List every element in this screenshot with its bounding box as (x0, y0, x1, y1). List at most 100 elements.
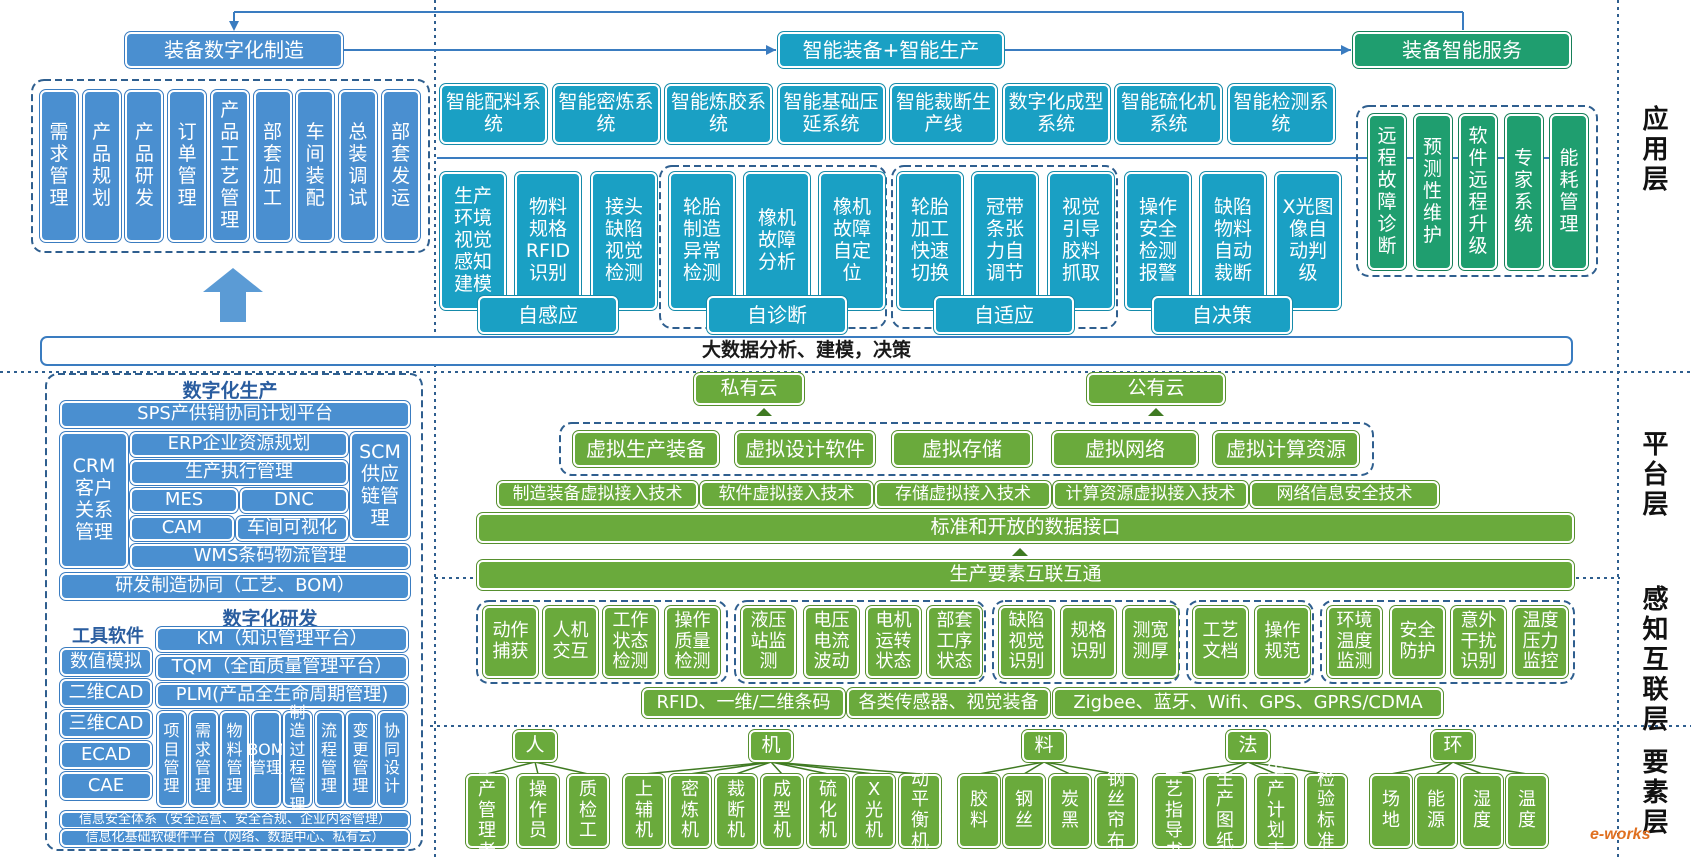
function-box: 生产环境视觉感知建模 (440, 172, 506, 310)
tool-box: ECAD (60, 741, 152, 769)
element-item: 能源 (1415, 774, 1457, 848)
element-category: 料 (1022, 730, 1066, 762)
up-arrow-icon (203, 268, 263, 322)
system-box: 智能配料系统 (440, 84, 547, 144)
security-line: 信息安全体系（安全运营、安全合规、企业内容管理） (60, 811, 410, 829)
sensing-box: 环境温度监测 (1327, 606, 1382, 678)
sensing-box: 测宽测厚 (1123, 606, 1178, 678)
app-item: 需求管理 (40, 90, 78, 242)
tree-line (1023, 761, 1045, 775)
mes-exec-box: 生产执行管理 (130, 460, 348, 485)
workshop-vis-box: 车间可视化 (236, 516, 348, 541)
sensing-box: 缺陷视觉识别 (999, 606, 1054, 678)
layer-label-elements: 要素层 (1638, 748, 1668, 838)
element-category: 机 (749, 730, 793, 762)
element-item: 密炼机 (669, 774, 711, 848)
interconnect-bar: 生产要素互联互通 (477, 560, 1574, 590)
digital-production-title: 数字化生产 (182, 380, 278, 402)
element-item: 工艺指导书 (1153, 758, 1195, 860)
system-box: 智能检测系统 (1227, 84, 1335, 144)
tree-line (643, 761, 772, 775)
element-item: 钢丝帘布 (1095, 769, 1137, 852)
function-box: 操作安全检测报警 (1125, 172, 1191, 310)
element-item: 操作员 (517, 774, 559, 848)
plm-item: 变更管理 (346, 711, 375, 807)
function-group-label: 自决策 (1152, 296, 1292, 334)
km-box: KM（知识管理平台） (156, 627, 408, 652)
service-box: 软件远程升级 (1459, 114, 1497, 270)
function-box: 橡机故障分析 (744, 172, 810, 310)
tool-box: 三维CAD (60, 710, 152, 738)
tree-line (534, 761, 539, 775)
element-item: 裁断机 (715, 774, 757, 848)
virtual-box: 虚拟生产装备 (573, 431, 719, 467)
up-arrow-icon (756, 408, 772, 416)
sensing-box: 操作质量检测 (665, 606, 720, 678)
plm-item: 需求管理 (188, 711, 218, 807)
group-border-virtual (559, 422, 1374, 476)
sensing-box: 意外干扰识别 (1451, 606, 1506, 678)
cloud-box: 私有云 (694, 373, 804, 405)
sensing-box: 电压电流波动 (804, 606, 859, 678)
comm-box: Zigbee、蓝牙、Wifi、GPS、GPRS/CDMA (1053, 688, 1443, 718)
access-tech-box: 存储虚拟接入技术 (875, 481, 1051, 508)
element-item: 钢丝 (1003, 774, 1045, 848)
element-item: 湿度 (1461, 774, 1503, 848)
tree-line (978, 761, 1045, 775)
rd-collab-box: 研发制造协同（工艺、BOM） (60, 573, 410, 600)
group-border-sensing (476, 600, 728, 684)
tree-line (770, 761, 921, 775)
service-box: 远程故障诊断 (1368, 114, 1406, 270)
element-item: 动平衡机 (899, 769, 941, 852)
tree-line (1435, 761, 1454, 775)
box-smart-production: 智能装备+智能生产 (778, 32, 1004, 68)
cloud-box: 公有云 (1087, 373, 1225, 405)
plm-item: 协同设计 (377, 711, 407, 807)
element-item: 生产管理者 (466, 758, 508, 860)
system-box: 智能炼胶系统 (665, 84, 772, 144)
function-box: 橡机故障自定位 (819, 172, 885, 310)
function-group-label: 自适应 (934, 296, 1074, 334)
virtual-box: 虚拟存储 (892, 431, 1032, 467)
group-border-digital (45, 373, 423, 851)
virtual-box: 虚拟网络 (1052, 431, 1198, 467)
element-item: 场地 (1370, 774, 1412, 848)
scm-box: SCM供应链管理 (350, 432, 410, 540)
group-border-sensing (992, 600, 1180, 684)
access-tech-box: 网络信息安全技术 (1250, 481, 1439, 508)
app-item: 部套发运 (381, 90, 420, 242)
group-border-services (1356, 105, 1598, 277)
tool-box: 数值模拟 (60, 648, 152, 676)
cam-box: CAM (130, 516, 234, 541)
sensing-box: 动作捕获 (483, 606, 538, 678)
sensing-box: 温度压力监控 (1513, 606, 1568, 678)
service-box: 能耗管理 (1550, 114, 1588, 270)
tree-line (534, 761, 589, 775)
tree-line (735, 761, 772, 775)
tree-line (1224, 761, 1249, 775)
layer-label-application: 应用层 (1638, 105, 1668, 195)
sensing-box: 液压站监测 (741, 606, 796, 678)
box-manufacturing: 装备数字化制造 (125, 32, 343, 68)
tool-box: CAE (60, 772, 152, 800)
tree-line (1452, 761, 1528, 775)
sps-box: SPS产供销协同计划平台 (60, 401, 410, 428)
sensing-box: 工作状态检测 (603, 606, 658, 678)
element-item: 生产图纸 (1204, 769, 1246, 852)
system-box: 智能基础压延系统 (777, 84, 885, 144)
access-tech-box: 制造装备虚拟接入技术 (497, 481, 698, 508)
sensing-box: 人机交互 (543, 606, 598, 678)
app-item: 产品工艺管理 (210, 90, 249, 242)
sensing-box: 电机运转状态 (866, 606, 921, 678)
watermark: e-works (1590, 826, 1651, 843)
app-item: 产品规划 (82, 90, 121, 242)
plm-item: 物料管理 (220, 711, 249, 807)
layer-label-platform: 平台层 (1638, 430, 1668, 520)
function-box: 缺陷物料自动裁断 (1200, 172, 1266, 310)
app-item: 订单管理 (168, 90, 207, 242)
box-smart-service: 装备智能服务 (1353, 32, 1571, 68)
function-box: 冠带条张力自调节 (972, 172, 1038, 310)
service-box: 专家系统 (1504, 114, 1543, 270)
system-box: 智能硫化机系统 (1115, 84, 1222, 144)
virtual-box: 虚拟计算资源 (1213, 431, 1359, 467)
